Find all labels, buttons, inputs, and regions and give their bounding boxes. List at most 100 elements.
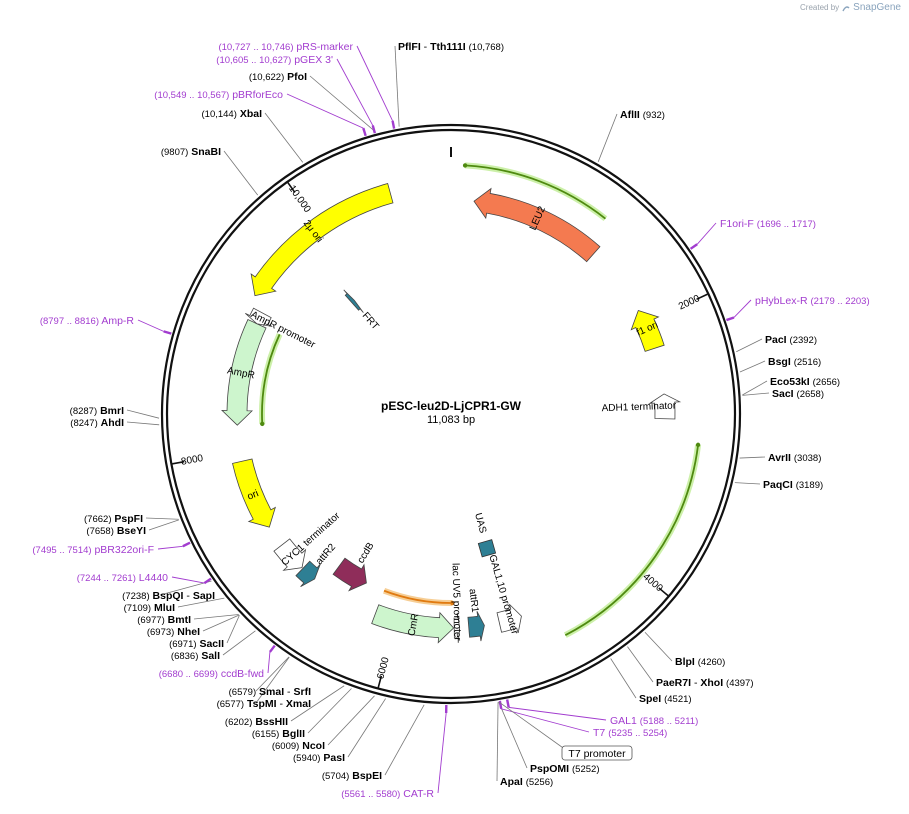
- orf-layer: [259, 162, 702, 638]
- enzyme-label-ncoi[interactable]: (6009) NcoI: [272, 740, 325, 752]
- enzyme-label-bmri[interactable]: (8287) BmrI: [70, 405, 124, 417]
- primer-label-l4440[interactable]: (7244 .. 7261) L4440: [77, 572, 168, 584]
- enzyme-label-bsgi[interactable]: BsgI (2516): [768, 356, 821, 368]
- enzyme-label-bseyi[interactable]: (7658) BseYI: [86, 525, 146, 537]
- enzyme-leader-apai: [496, 702, 499, 782]
- t7-promoter-box: [561, 745, 633, 761]
- enzyme-leader-paci: [736, 338, 763, 353]
- orf-arc-0: [465, 164, 606, 220]
- scale-label-4000: 4000: [641, 572, 665, 595]
- primer-name: pBR322ori-F: [94, 544, 154, 556]
- enzyme-label-tspmi[interactable]: (6577) TspMI - XmaI: [217, 698, 311, 710]
- enzyme-label-pflfi[interactable]: PflFI - Tth111I (10,768): [398, 41, 504, 53]
- enzyme-label-xbai[interactable]: (10,144) XbaI: [202, 108, 263, 120]
- feature-attr2: [295, 560, 321, 588]
- feature-f1-ori: [630, 309, 665, 352]
- primer-leader-prs-marker: [356, 45, 393, 121]
- primer-name: T7: [593, 727, 605, 739]
- enzyme-name: AflII: [620, 109, 640, 121]
- primer-label-t7[interactable]: T7 (5235 .. 5254): [593, 727, 667, 739]
- enzyme-label-aflii[interactable]: AflII (932): [620, 109, 665, 121]
- enzyme-label-snabi[interactable]: (9807) SnaBI: [161, 146, 221, 158]
- enzyme-label-paer7i[interactable]: PaeR7I - XhoI (4397): [656, 677, 754, 689]
- enzyme-coord: (6009): [272, 741, 299, 752]
- enzyme-coord: (10,768): [469, 42, 504, 53]
- primer-coord: (8797 .. 8816): [40, 316, 99, 327]
- enzyme-name: BglII: [282, 728, 305, 740]
- enzyme-name: PflFI: [398, 41, 421, 53]
- enzyme-label-bspei[interactable]: (5704) BspEI: [322, 770, 382, 782]
- primer-label-cat-r[interactable]: (5561 .. 5580) CAT-R: [341, 788, 434, 800]
- enzyme-name: PaqCI: [763, 479, 793, 491]
- primer-label-ccdb-fwd[interactable]: (6680 .. 6699) ccdB-fwd: [159, 668, 264, 680]
- primer-coord: (5561 .. 5580): [341, 789, 400, 800]
- primer-name: Amp-R: [101, 315, 134, 327]
- primer-label-phyblex-r[interactable]: pHybLex-R (2179 .. 2203): [755, 295, 870, 307]
- enzyme-label-pasi[interactable]: (5940) PasI: [293, 752, 345, 764]
- primer-label-pbr322ori-f[interactable]: (7495 .. 7514) pBR322ori-F: [32, 544, 154, 556]
- primer-label-gal1[interactable]: GAL1 (5188 .. 5211): [610, 715, 698, 727]
- primer-label-pgex-3[interactable]: (10,605 .. 10,627) pGEX 3': [216, 54, 333, 66]
- enzyme-label-bglii[interactable]: (6155) BglII: [252, 728, 305, 740]
- enzyme-label-blpi[interactable]: BlpI (4260): [675, 656, 725, 668]
- primer-label-f1ori-f[interactable]: F1ori-F (1696 .. 1717): [720, 218, 816, 230]
- enzyme-label-bsshii[interactable]: (6202) BssHII: [225, 716, 288, 728]
- enzyme-coord: (5704): [322, 771, 349, 782]
- enzyme-label-spei[interactable]: SpeI (4521): [639, 693, 692, 705]
- enzyme-leader-paqci: [734, 482, 761, 485]
- enzyme-label-apai[interactable]: ApaI (5256): [500, 776, 553, 788]
- primer-mark-pbr322ori-f: [182, 541, 191, 548]
- feature-cmr: [371, 604, 455, 644]
- enzyme-label-bspqi[interactable]: (7238) BspQI - SapI: [122, 590, 215, 602]
- enzyme-name: BlpI: [675, 656, 695, 668]
- feature-adh1-terminator: [648, 393, 682, 420]
- enzyme-coord: (6579): [229, 687, 256, 698]
- enzyme-label-nhei[interactable]: (6973) NheI: [147, 626, 200, 638]
- enzyme-label-paqci[interactable]: PaqCI (3189): [763, 479, 823, 491]
- enzyme-name: SnaBI: [191, 146, 221, 158]
- primer-leader-pbrforeco: [286, 93, 364, 129]
- enzyme-coord: (2392): [790, 335, 817, 346]
- enzyme-label-eco53ki[interactable]: Eco53kI (2656): [770, 376, 840, 388]
- enzyme-leader-pspfi: [145, 517, 179, 520]
- orf-arrowhead-1: [695, 442, 701, 448]
- enzyme-label-smai[interactable]: (6579) SmaI - SrfI: [229, 686, 311, 698]
- enzyme-label-pspomi[interactable]: PspOMI (5252): [530, 763, 599, 775]
- enzyme-leader-aflii: [597, 113, 618, 162]
- t7-promoter-label[interactable]: T7 promoter: [568, 748, 626, 760]
- primer-label-amp-r[interactable]: (8797 .. 8816) Amp-R: [40, 315, 135, 327]
- enzyme-name: PacI: [765, 334, 787, 346]
- primer-mark-t7: [498, 700, 503, 709]
- enzyme-label-bmti[interactable]: (6977) BmtI: [137, 614, 191, 626]
- orf-glow-1: [563, 444, 702, 638]
- primer-label-pbrforeco[interactable]: (10,549 .. 10,567) pBRforEco: [154, 89, 283, 101]
- enzyme-leader-pspomi: [498, 701, 528, 769]
- orf-arc-2: [383, 589, 453, 604]
- primer-leader-phyblex-r: [733, 299, 752, 318]
- enzyme-label-mlui[interactable]: (7109) MluI: [124, 602, 175, 614]
- feature-gal1-10-promoter: [496, 603, 522, 634]
- enzyme-label-sacii[interactable]: (6971) SacII: [169, 638, 224, 650]
- enzyme-label-pfoi[interactable]: (10,622) PfoI: [249, 71, 307, 83]
- enzyme-label-pspfi[interactable]: (7662) PspFI: [84, 513, 143, 525]
- enzyme-label-ahdi[interactable]: (8247) AhdI: [70, 417, 124, 429]
- enzyme-label-avrii[interactable]: AvrII (3038): [768, 452, 821, 464]
- primer-leader-t7: [501, 708, 590, 733]
- enzyme-label-saci[interactable]: SacI (2658): [772, 388, 824, 400]
- primer-name: L4440: [139, 572, 168, 584]
- primer-label-prs-marker[interactable]: (10,727 .. 10,746) pRS-marker: [218, 41, 353, 53]
- label-layer: PflFI - Tth111I (10,768) AflII (932) PacI …: [32, 41, 869, 800]
- enzyme-label-sali[interactable]: (6836) SalI: [171, 650, 220, 662]
- primer-mark-ccdb-fwd: [268, 644, 276, 653]
- feature-2-ori: [250, 183, 394, 297]
- feature-label-ccdb: ccdB: [356, 540, 377, 565]
- primer-coord: (6680 .. 6699): [159, 669, 218, 680]
- enzyme-label-paci[interactable]: PacI (2392): [765, 334, 817, 346]
- enzyme-leader-avrii: [739, 456, 766, 459]
- enzyme-coord: (4397): [726, 678, 753, 689]
- primer-leader-l4440: [171, 576, 205, 584]
- backbone-outer-strand: [160, 123, 742, 705]
- scale-tick-10-000: [287, 182, 296, 193]
- enzyme-name: Eco53kI: [770, 376, 810, 388]
- scale-tick-6000: [377, 675, 383, 688]
